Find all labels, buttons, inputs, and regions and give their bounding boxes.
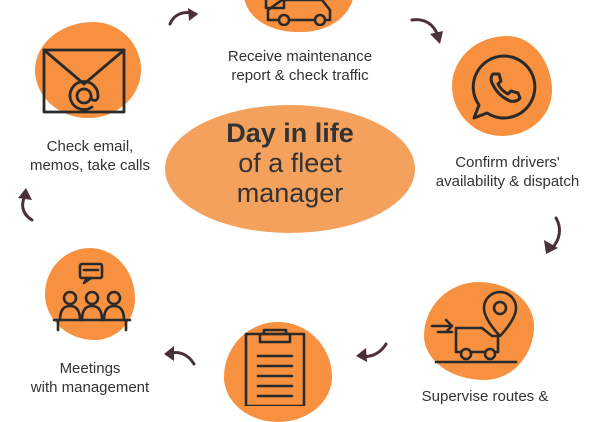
step-5-label: Meetings with management [10,359,170,397]
center-title-bold: Day in life [226,118,354,148]
step-2-label: Confirm drivers' availability & dispatch [410,153,600,191]
truck-icon [264,0,332,26]
arrow-routes-to-reports-icon [356,342,388,362]
step-3-label: Supervise routes & [385,387,585,406]
arrow-email-to-maintenance-icon [168,8,198,26]
step-2-label-line1: Confirm drivers' [455,154,560,171]
step-6-label-line1: Check email, [46,138,134,155]
step-1-label-line1: Receive maintenance [227,48,373,65]
step-6-label-line2: memos, take calls [29,157,151,174]
email-icon [42,48,126,114]
step-5-label-line1: Meetings [59,360,121,377]
arrow-meetings-to-email-icon [18,188,34,222]
step-2-label-line2: availability & dispatch [435,173,580,190]
step-1-label: Receive maintenance report & check traff… [200,47,400,85]
meeting-icon [52,262,132,332]
whatsapp-phone-icon [471,54,537,120]
step-5-label-line2: with management [30,379,150,396]
center-title-line2: of a fleet [238,148,342,178]
route-truck-icon [430,290,518,364]
center-title: Day in life of a fleet manager [168,118,412,208]
arrow-reports-to-meetings-icon [164,346,196,366]
arrow-drivers-to-routes-icon [544,216,561,254]
step-1-label-line2: report & check traffic [231,67,369,84]
step-3-label-line1: Supervise routes & [421,388,549,405]
step-6-label: Check email, memos, take calls [0,137,180,175]
arrow-maintenance-to-drivers-icon [410,18,443,44]
clipboard-icon [244,328,306,406]
center-title-line3: manager [236,178,344,208]
center-ellipse [165,105,415,233]
